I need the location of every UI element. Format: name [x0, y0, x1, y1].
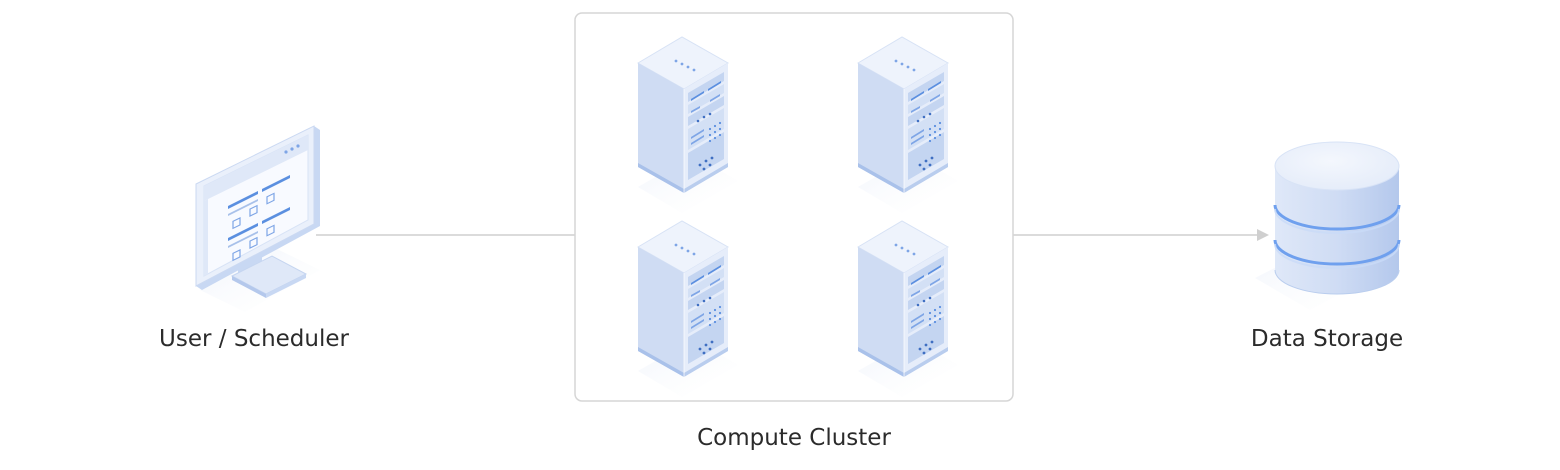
- server-icon: [637, 36, 739, 214]
- server-icon: [857, 220, 959, 398]
- server-icon: [857, 36, 959, 214]
- data-storage-label: Data Storage: [1250, 326, 1404, 352]
- monitor-icon: [195, 125, 320, 312]
- server-icon: [637, 220, 739, 398]
- database-icon: [1255, 141, 1401, 310]
- user-scheduler-label: User / Scheduler: [159, 326, 349, 352]
- arrowhead-icon: [1257, 229, 1269, 241]
- compute-cluster-label: Compute Cluster: [697, 425, 891, 451]
